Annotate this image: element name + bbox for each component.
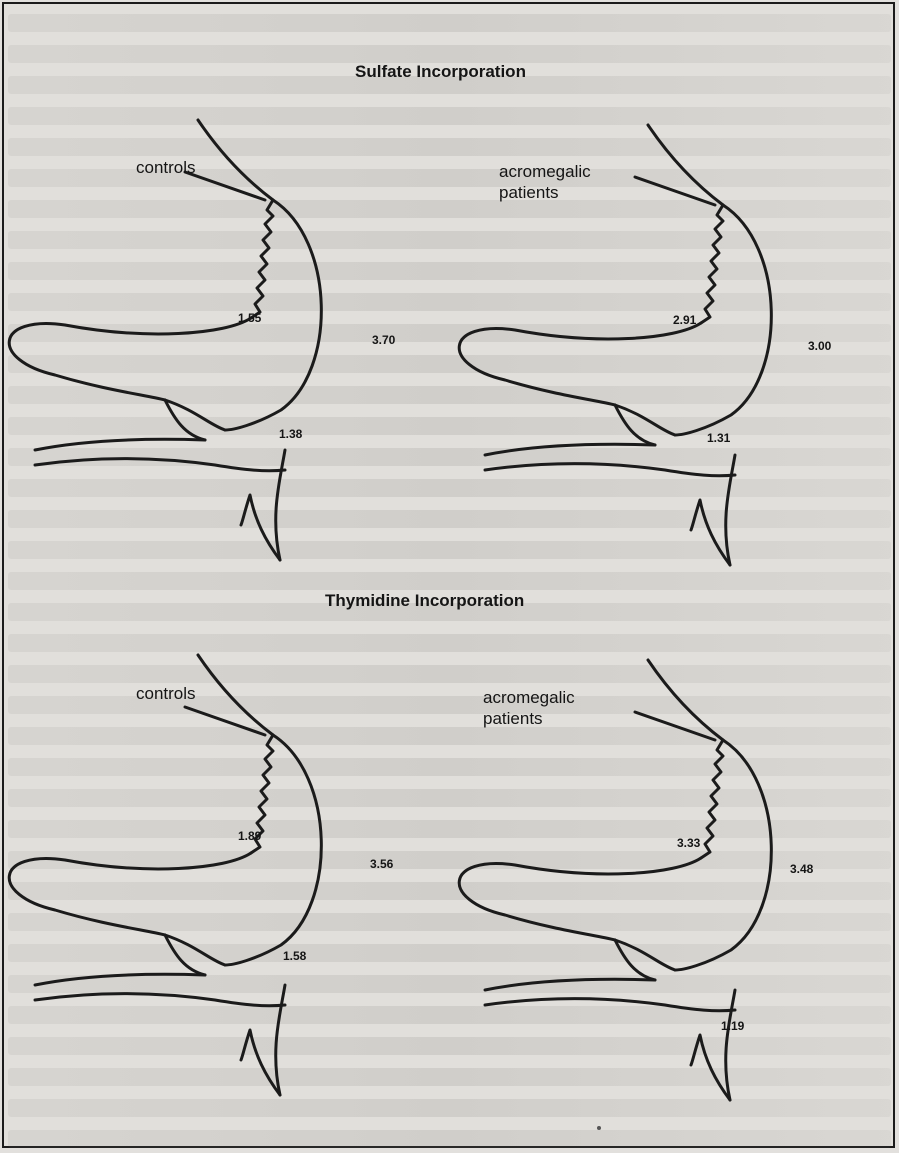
sulfate-acromegalic-label-line1: acromegalic (499, 161, 591, 182)
thymidine-controls-value-3: 1.58 (283, 949, 306, 963)
sulfate-controls-value-2: 3.70 (372, 333, 395, 347)
sulfate-acromegalic-value-3: 1.31 (707, 431, 730, 445)
sulfate-controls-value-1: 1.55 (238, 311, 261, 325)
sulfate-acromegalic-value-2: 3.00 (808, 339, 831, 353)
sulfate-controls-label: controls (136, 157, 196, 178)
thymidine-acromegalic-label-line1: acromegalic (483, 687, 575, 708)
thymidine-controls-value-1: 1.89 (238, 829, 261, 843)
sulfate-controls-value-3: 1.38 (279, 427, 302, 441)
sulfate-acromegalic-label-line2: patients (499, 182, 559, 203)
sulfate-acromegalic-value-1: 2.91 (673, 313, 696, 327)
thymidine-controls-value-2: 3.56 (370, 857, 393, 871)
thymidine-controls-diagram (9, 655, 321, 1095)
thymidine-acromegalic-value-3: 1.19 (721, 1019, 744, 1033)
thymidine-title: Thymidine Incorporation (325, 590, 524, 611)
thymidine-acromegalic-value-2: 3.48 (790, 862, 813, 876)
sulfate-title: Sulfate Incorporation (355, 61, 526, 82)
thymidine-acromegalic-label-line2: patients (483, 708, 543, 729)
page-speck (597, 1126, 601, 1130)
sulfate-controls-diagram (9, 120, 321, 560)
thymidine-controls-label: controls (136, 683, 196, 704)
thymidine-acromegalic-value-1: 3.33 (677, 836, 700, 850)
